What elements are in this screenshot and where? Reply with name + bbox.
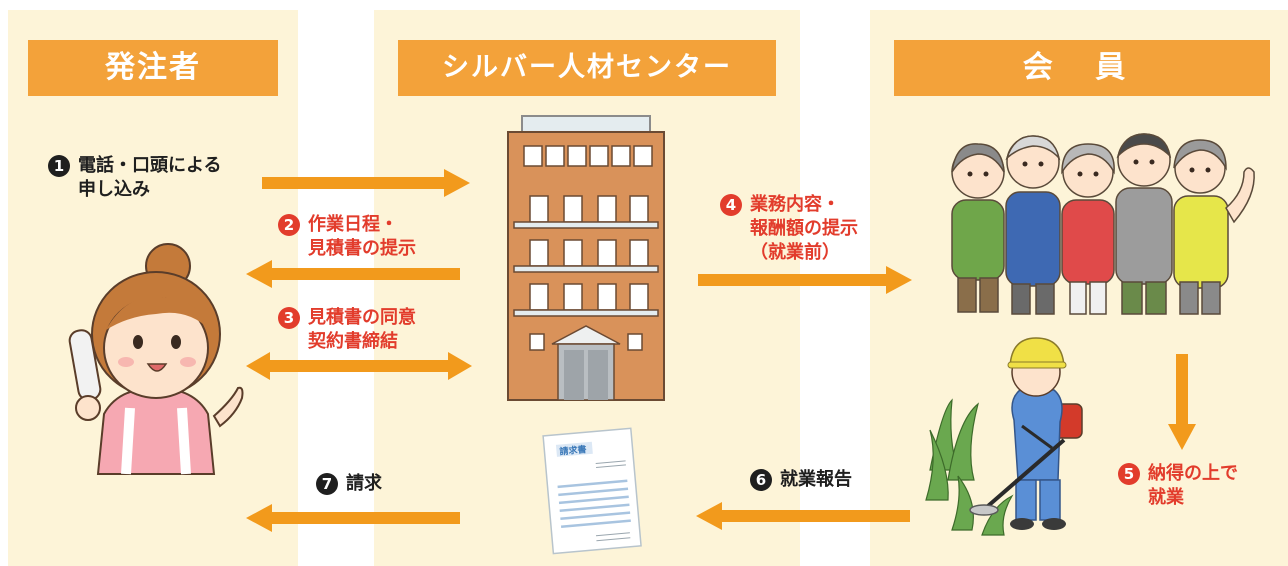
step-5: 5 納得の上で 就業 xyxy=(1118,462,1238,510)
step-4-line-3: （就業前） xyxy=(750,242,840,263)
arrow-step-2-left xyxy=(246,260,460,288)
step-2: 2 作業日程・ 見積書の提示 xyxy=(278,213,416,261)
invoice-title: 請求書 xyxy=(559,443,587,457)
arrow-step-7-left xyxy=(246,504,460,532)
step-6: 6 就業報告 xyxy=(750,468,852,492)
step-5-line-2: 就業 xyxy=(1148,487,1184,508)
woman-on-phone-icon xyxy=(68,243,244,475)
step-3-line-1: 見積書の同意 xyxy=(308,307,416,328)
step-1-line-1: 電話・口頭による xyxy=(78,155,222,176)
step-4-line-1: 業務内容・ xyxy=(750,194,840,215)
invoice-icon: 請求書 xyxy=(542,427,642,555)
step-3: 3 見積書の同意 契約書締結 xyxy=(278,306,416,354)
step-1-number: 1 xyxy=(48,155,70,177)
step-7: 7 請求 xyxy=(316,472,382,496)
step-2-line-2: 見積書の提示 xyxy=(308,238,416,259)
arrow-step-3-both xyxy=(246,352,472,380)
step-4: 4 業務内容・ 報酬額の提示 （就業前） xyxy=(720,193,858,265)
members-group-icon xyxy=(951,133,1255,315)
center-header: シルバー人材センター xyxy=(398,40,776,96)
step-7-number: 7 xyxy=(316,473,338,495)
step-6-number: 6 xyxy=(750,469,772,491)
step-3-number: 3 xyxy=(278,307,300,329)
step-6-line-1: 就業報告 xyxy=(780,469,852,490)
step-7-line-1: 請求 xyxy=(346,473,382,494)
step-4-number: 4 xyxy=(720,194,742,216)
arrow-step-6-left xyxy=(696,502,910,530)
step-1-line-2: 申し込み xyxy=(78,179,150,200)
step-4-line-2: 報酬額の提示 xyxy=(750,218,858,239)
step-2-number: 2 xyxy=(278,214,300,236)
step-3-line-2: 契約書締結 xyxy=(308,331,398,352)
step-5-line-1: 納得の上で xyxy=(1148,463,1238,484)
arrow-step-4-right xyxy=(698,266,912,294)
grass-cutting-worker-icon xyxy=(925,337,1083,536)
step-1: 1 電話・口頭による 申し込み xyxy=(48,154,221,202)
orderer-header: 発注者 xyxy=(28,40,278,96)
step-5-number: 5 xyxy=(1118,463,1140,485)
member-header: 会 員 xyxy=(894,40,1270,96)
step-2-line-1: 作業日程・ xyxy=(308,214,398,235)
building-icon xyxy=(507,115,665,401)
arrow-step-1-right xyxy=(262,169,470,197)
arrow-step-5-down xyxy=(1168,354,1196,450)
